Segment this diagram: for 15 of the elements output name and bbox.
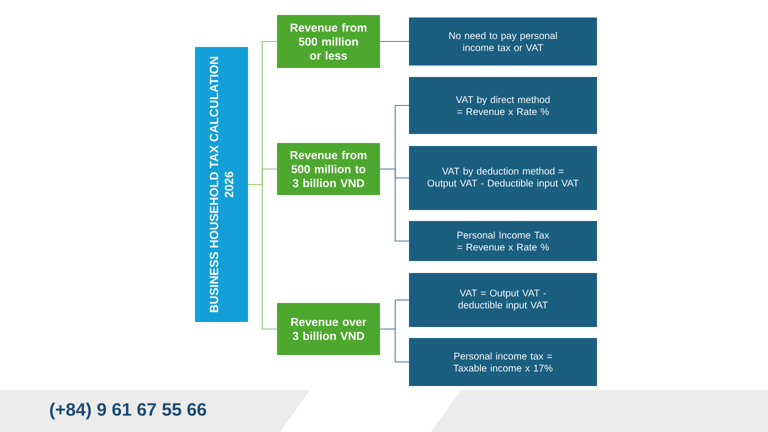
formula-box: Personal income tax = Taxable income x 17% [409, 338, 597, 386]
formula-box: Personal Income Tax = Revenue x Rate % [409, 221, 597, 261]
formula-box: VAT = Output VAT - deductible input VAT [409, 273, 597, 327]
header-box: BUSINESS HOUSEHOLD TAX CALCULATION 2026 [195, 47, 248, 322]
formula-box: No need to pay personal income tax or VAT [409, 18, 597, 66]
formula-box: VAT by deduction method = Output VAT - Deductible input VAT [409, 146, 597, 210]
category-box: Revenue from 500 million to 3 billion VND [277, 143, 380, 195]
connector-line [248, 184, 277, 330]
connector-line [380, 168, 409, 242]
connector-line [380, 328, 409, 363]
category-box: Revenue over 3 billion VND [277, 303, 380, 355]
formula-box: VAT by direct method = Revenue x Rate % [409, 77, 597, 134]
category-box: Revenue from 500 million or less [277, 15, 380, 68]
phone-number: (+84) 9 61 67 55 66 [50, 402, 206, 420]
connector-line [380, 40, 409, 42]
